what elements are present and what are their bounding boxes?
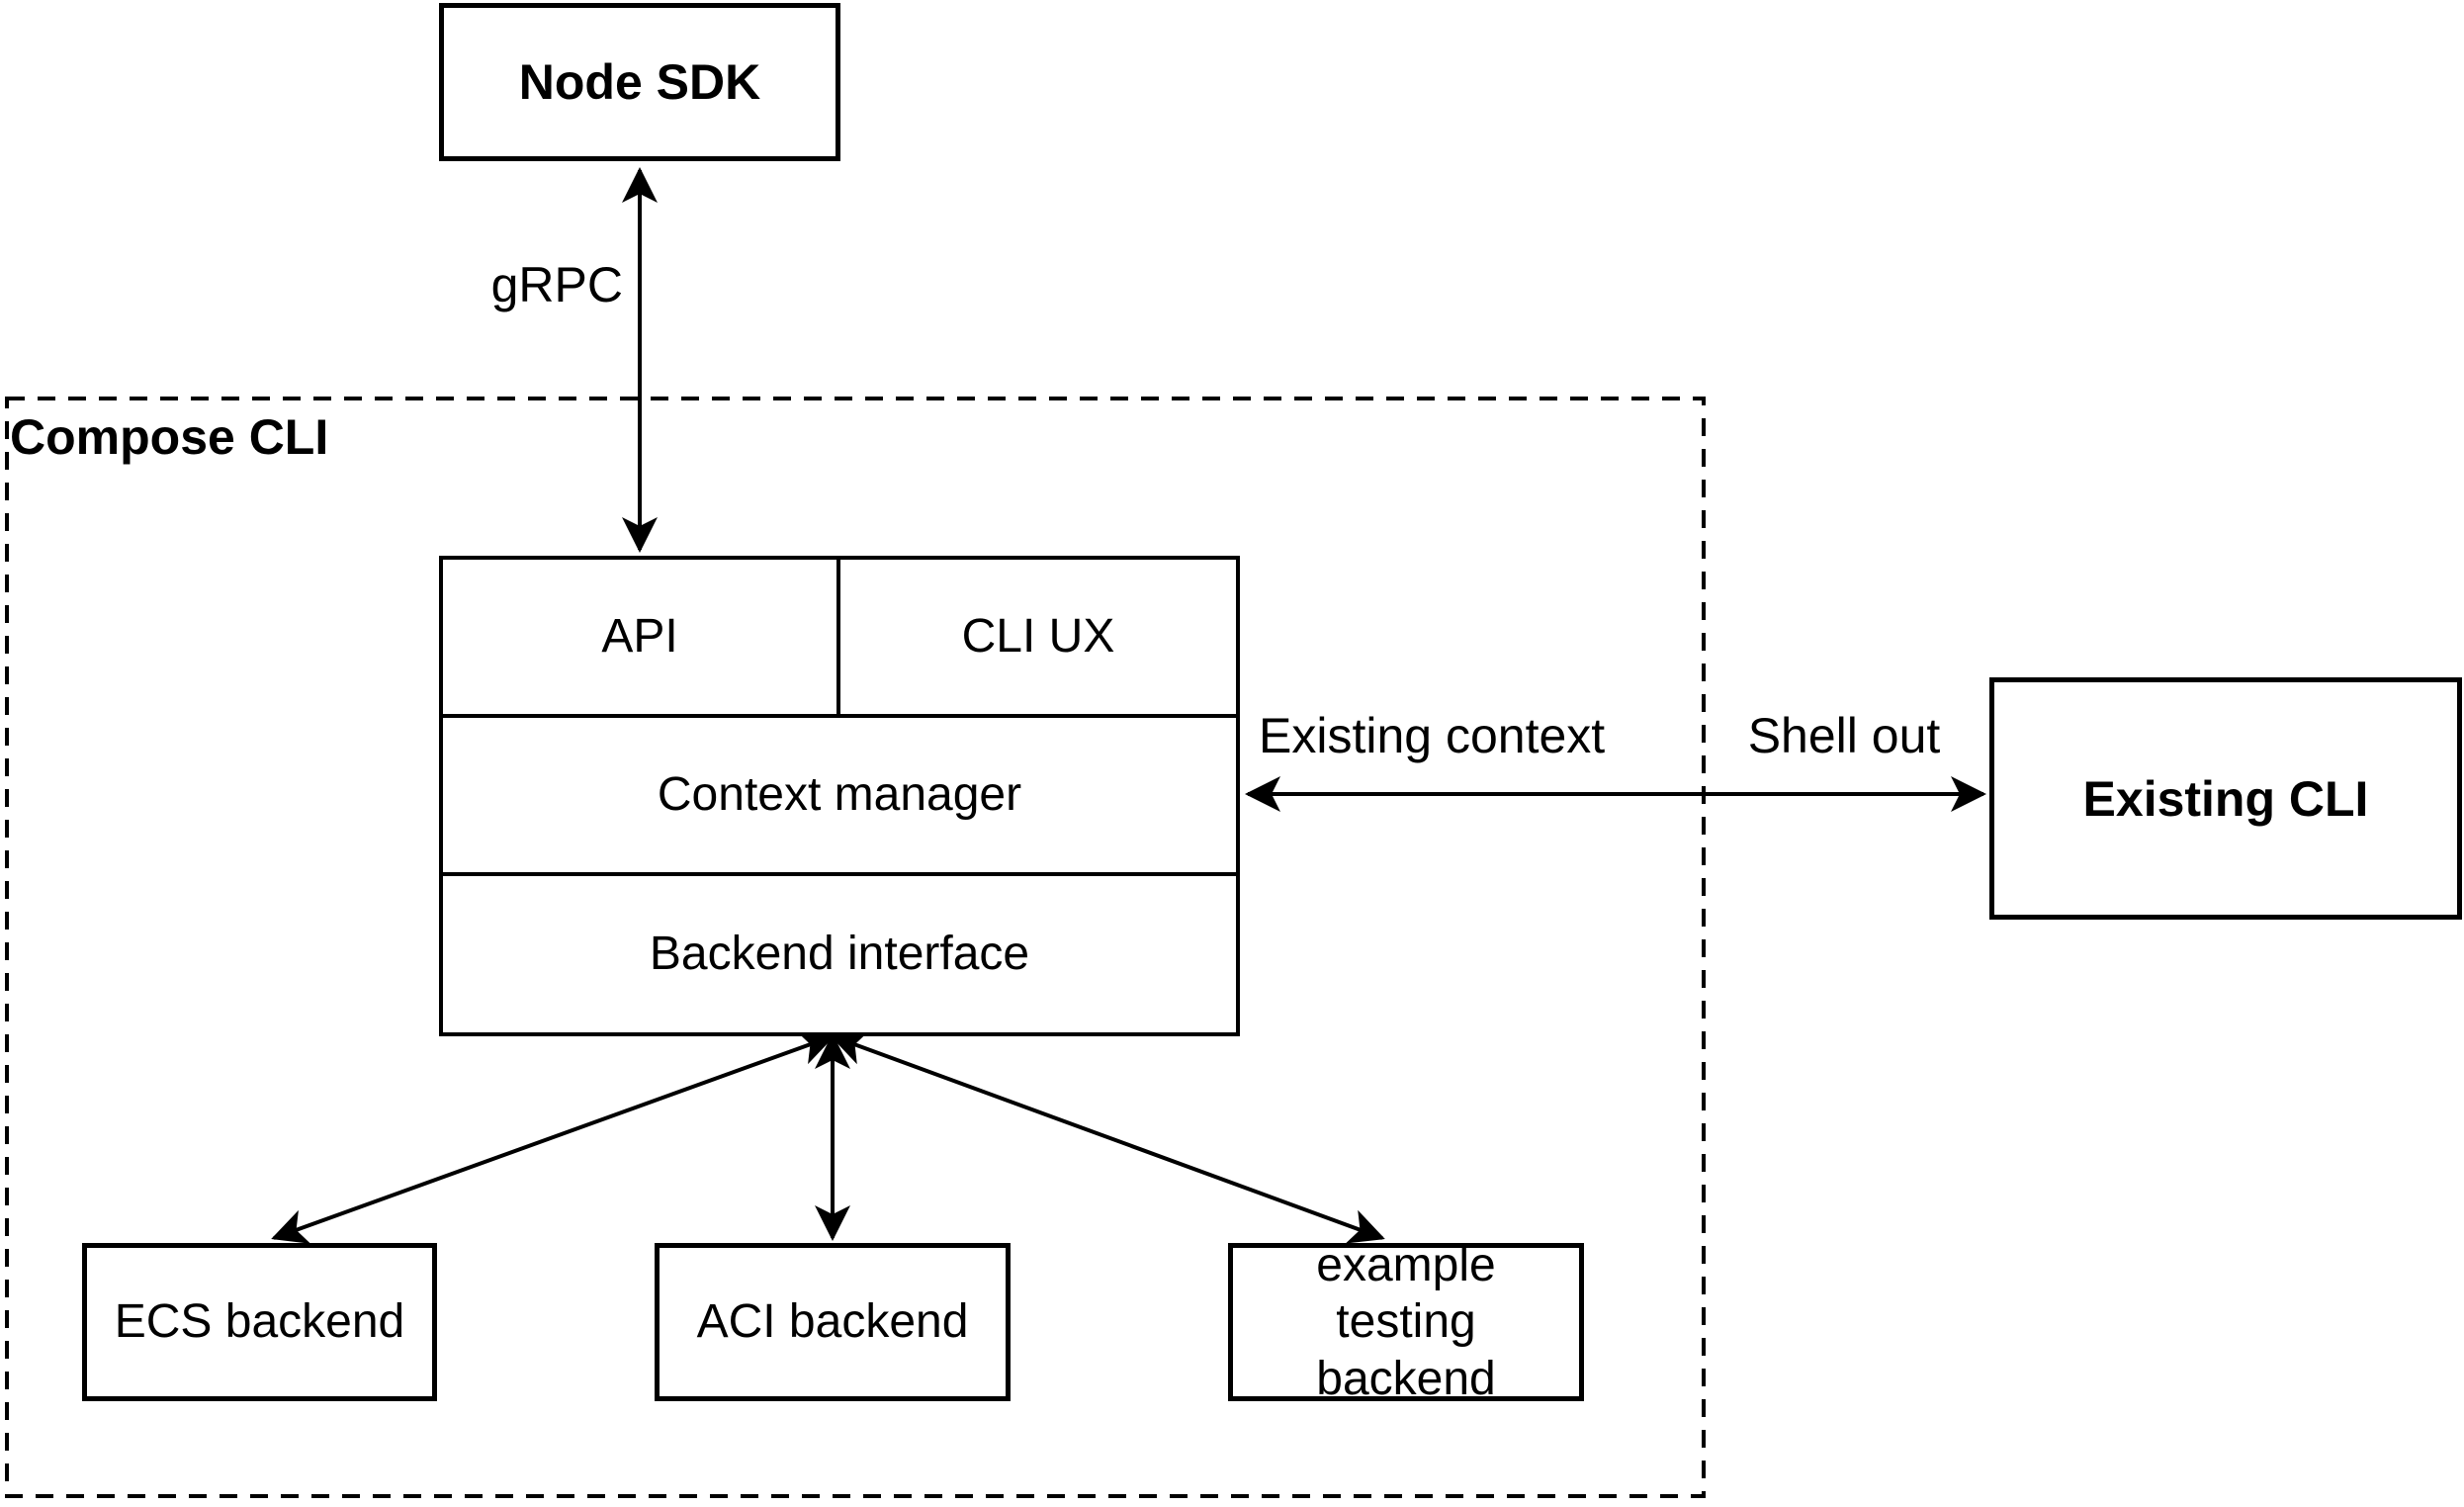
ecs-backend-label: ECS backend <box>114 1295 405 1349</box>
compose-cli-container-border <box>5 397 1706 1498</box>
aci-backend-label: ACI backend <box>696 1295 969 1349</box>
example-testing-backend-box: example testing backend <box>1228 1239 1584 1405</box>
existing-context-edge-label: Existing context <box>1259 708 1606 763</box>
aci-backend-box: ACI backend <box>655 1243 1011 1401</box>
api-box: API <box>439 556 840 718</box>
example-backend-connector <box>830 1030 1385 1244</box>
ecs-backend-box: ECS backend <box>82 1243 437 1401</box>
backend-interface-box: Backend interface <box>439 872 1240 1036</box>
cli-ux-label: CLI UX <box>961 610 1115 664</box>
node-sdk-label: Node SDK <box>518 54 761 110</box>
shell-out-edge-label: Shell out <box>1747 708 1941 763</box>
node-sdk-box: Node SDK <box>439 3 840 161</box>
existing-cli-box: Existing CLI <box>1989 677 2462 920</box>
context-manager-box: Context manager <box>439 714 1240 876</box>
compose-cli-container-label: Compose CLI <box>10 409 329 465</box>
example-testing-backend-label: example testing backend <box>1316 1238 1496 1405</box>
ecs-backend-connector <box>271 1030 836 1244</box>
backend-interface-label: Backend interface <box>649 928 1030 981</box>
cli-ux-box: CLI UX <box>836 556 1240 718</box>
existing-cli-label: Existing CLI <box>2082 770 2369 827</box>
grpc-edge-label: gRPC <box>490 257 623 312</box>
api-label: API <box>601 610 678 664</box>
context-manager-label: Context manager <box>657 768 1022 822</box>
